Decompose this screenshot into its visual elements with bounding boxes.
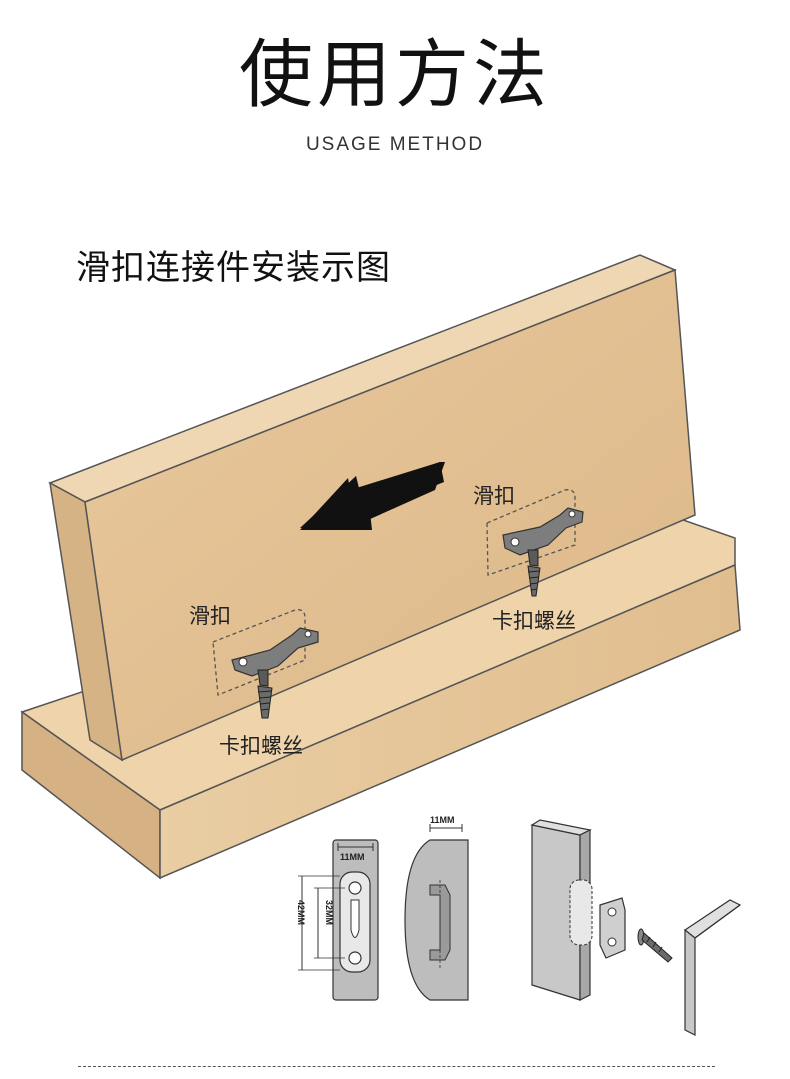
page-title: 使用方法	[239, 32, 551, 118]
dim-total-length: 42MM	[296, 900, 306, 925]
label-screw-left: 卡扣螺丝	[219, 734, 303, 758]
dim-width-side: 11MM	[430, 815, 455, 825]
front-view-diagram: 11MM 32MM 42MM	[296, 839, 379, 1001]
left-fitting	[212, 609, 319, 719]
side-view-diagram: 11MM	[404, 815, 469, 1001]
section-title: 滑扣连接件安装示图	[76, 248, 391, 288]
slide-direction-arrow	[300, 462, 445, 530]
page-subtitle: USAGE METHOD	[305, 134, 485, 155]
base-board	[20, 504, 741, 880]
label-slider-left: 滑扣	[189, 604, 231, 628]
label-slider-right: 滑扣	[473, 484, 515, 508]
dim-hole-spacing: 32MM	[324, 900, 334, 925]
assembly-diagram	[530, 819, 742, 1036]
right-fitting	[486, 489, 584, 597]
label-screw-right: 卡扣螺丝	[492, 609, 576, 633]
upright-board	[48, 254, 696, 762]
bottom-divider	[78, 1066, 715, 1067]
dim-width-front: 11MM	[340, 852, 365, 862]
